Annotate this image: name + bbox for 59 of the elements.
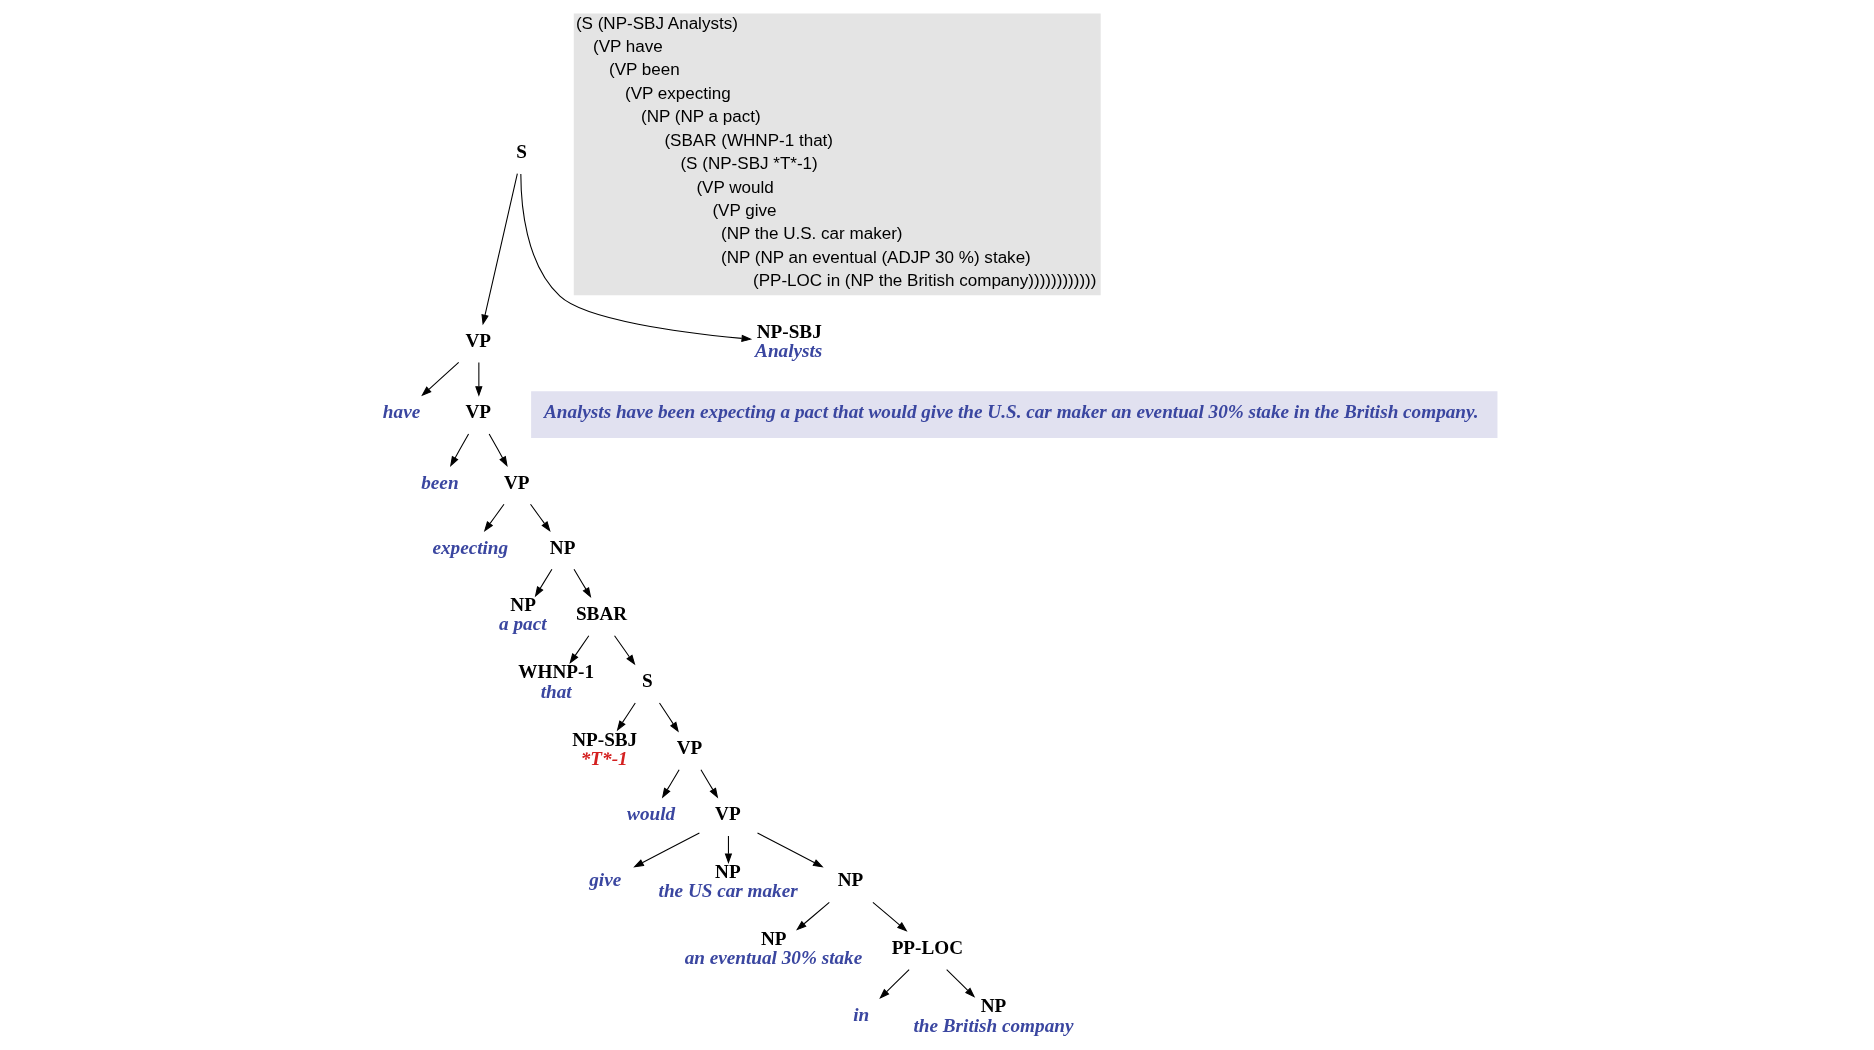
label: (SBAR (WHNP-1 that) bbox=[663, 130, 833, 150]
label: (VP expecting bbox=[624, 83, 731, 103]
label: (NP (NP an eventual (ADJP 30 %) stake) bbox=[720, 247, 1031, 267]
arrow bbox=[878, 969, 910, 999]
arrow bbox=[483, 503, 505, 532]
node-text: in bbox=[852, 1003, 869, 1025]
arrow bbox=[632, 832, 700, 868]
node-text: S bbox=[515, 140, 527, 162]
node-text: S bbox=[641, 670, 653, 692]
arrow bbox=[661, 769, 680, 799]
node-text: VP bbox=[503, 471, 529, 493]
arrow bbox=[420, 361, 459, 397]
node-text: would bbox=[626, 803, 675, 825]
label: (VP have bbox=[592, 36, 663, 56]
label: (VP been bbox=[608, 60, 680, 80]
label: Analysts have been expecting a pact that would give the U.S. car maker an eventual 30% stake in the British company. bbox=[543, 401, 1479, 423]
node-text: NP the British company bbox=[913, 995, 1073, 1036]
node-text: have bbox=[382, 401, 420, 423]
node-text: NP a pact bbox=[498, 594, 547, 635]
label: (VP would bbox=[695, 177, 774, 197]
label: (NP the U.S. car maker) bbox=[720, 224, 903, 244]
arrow bbox=[658, 702, 679, 733]
node-text: give bbox=[588, 869, 621, 891]
node-text: NP-SBJ Analysts bbox=[754, 321, 822, 362]
node-text: expecting bbox=[431, 536, 508, 558]
arrow bbox=[756, 832, 824, 868]
arrow bbox=[488, 433, 508, 467]
arrow bbox=[871, 901, 908, 932]
arrow bbox=[795, 901, 830, 931]
arrow bbox=[613, 635, 635, 666]
node-text: VP bbox=[465, 329, 491, 351]
node-text: NP the US car maker bbox=[658, 860, 798, 902]
arrow bbox=[616, 702, 636, 732]
arrow bbox=[573, 568, 591, 599]
arrow bbox=[568, 635, 589, 664]
node-text: NP bbox=[549, 536, 575, 558]
node-text: NP an eventual 30% stake bbox=[684, 928, 862, 969]
arrow bbox=[945, 969, 975, 998]
label: (S (NP-SBJ Analysts) bbox=[575, 14, 738, 34]
label: (VP give bbox=[711, 201, 777, 220]
node-text: been bbox=[420, 471, 459, 493]
arrow bbox=[519, 173, 752, 343]
arrow bbox=[529, 503, 551, 532]
node-text: NP-SBJ *T*-1 bbox=[571, 728, 637, 769]
node-text: SBAR bbox=[575, 602, 627, 624]
arrow bbox=[449, 433, 469, 467]
label: (PP-LOC in (NP the British company)))))))))))) bbox=[752, 271, 1096, 291]
label: (NP (NP a pact) bbox=[640, 107, 761, 127]
node-text: VP bbox=[714, 803, 741, 825]
node-text: VP bbox=[676, 737, 702, 759]
node-text: PP-LOC bbox=[891, 936, 963, 958]
arrow bbox=[534, 568, 552, 598]
arrow bbox=[474, 361, 483, 397]
node-text: VP bbox=[465, 401, 491, 423]
label: (S (NP-SBJ *T*-1) bbox=[679, 154, 818, 174]
arrow bbox=[699, 769, 718, 799]
node-text: WHNP-1 that bbox=[517, 661, 594, 702]
node-text: NP bbox=[837, 869, 863, 891]
arrow bbox=[480, 173, 518, 326]
